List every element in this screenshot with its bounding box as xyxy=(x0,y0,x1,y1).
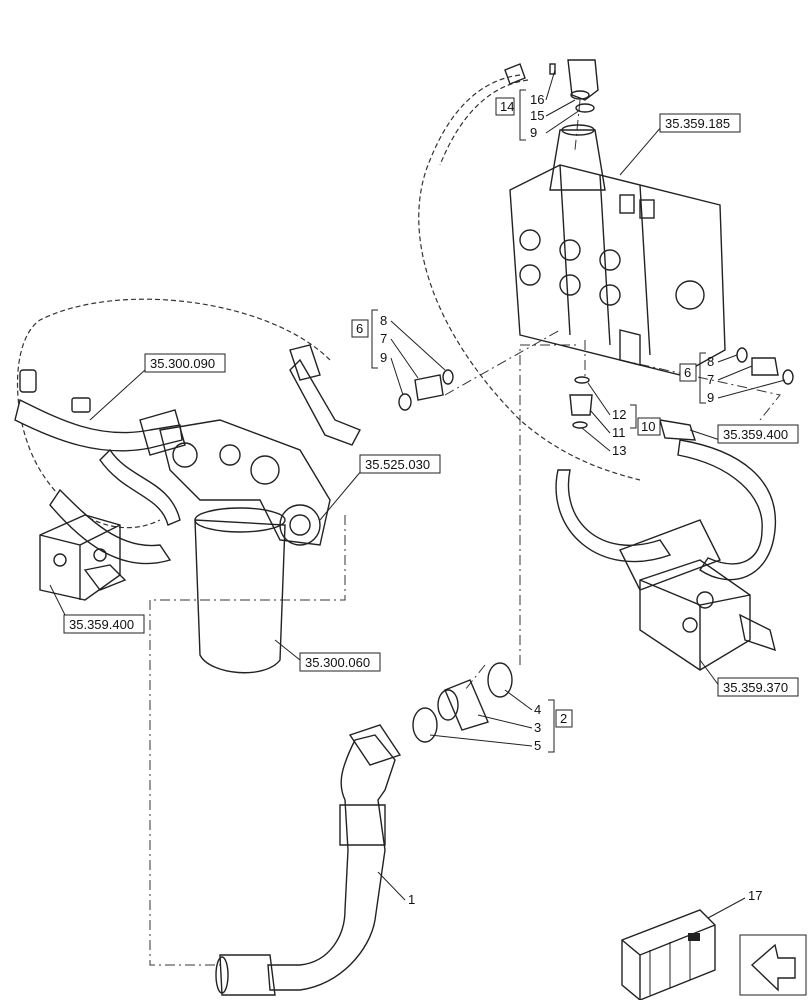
svg-text:1: 1 xyxy=(408,892,415,907)
item-1-callout: 1 xyxy=(377,871,415,907)
group-14-callout: 14 16 15 9 xyxy=(495,69,581,141)
svg-text:9: 9 xyxy=(707,390,714,405)
svg-text:3: 3 xyxy=(534,720,541,735)
ref-35-300-060[interactable]: 35.300.060 xyxy=(274,639,381,672)
ref-35-359-185[interactable]: 35.359.185 xyxy=(619,113,741,176)
svg-text:8: 8 xyxy=(707,354,714,369)
svg-text:5: 5 xyxy=(534,738,541,753)
svg-text:6: 6 xyxy=(356,321,363,336)
ref-35-300-090[interactable]: 35.300.090 xyxy=(89,353,226,421)
svg-text:9: 9 xyxy=(380,350,387,365)
bottom-hose xyxy=(215,724,402,996)
svg-text:35.300.090: 35.300.090 xyxy=(150,356,215,371)
svg-text:7: 7 xyxy=(380,331,387,346)
left-fitting-group xyxy=(398,369,454,411)
group-10-callout: 10 12 11 13 xyxy=(581,382,661,458)
svg-text:8: 8 xyxy=(380,313,387,328)
top-fittings xyxy=(504,59,599,113)
svg-text:14: 14 xyxy=(500,99,514,114)
svg-text:4: 4 xyxy=(534,702,541,717)
svg-text:2: 2 xyxy=(560,711,567,726)
svg-text:35.300.060: 35.300.060 xyxy=(305,655,370,670)
ref-35-359-370[interactable]: 35.359.370 xyxy=(699,659,799,697)
svg-text:6: 6 xyxy=(684,365,691,380)
center-bottom-fitting xyxy=(412,662,513,743)
group-2-callout: 2 4 3 5 xyxy=(429,689,573,753)
svg-text:16: 16 xyxy=(530,92,544,107)
svg-text:10: 10 xyxy=(641,419,655,434)
item-17-callout: 17 xyxy=(707,888,762,919)
svg-text:35.525.030: 35.525.030 xyxy=(365,457,430,472)
svg-text:12: 12 xyxy=(612,407,626,422)
svg-text:11: 11 xyxy=(612,425,626,440)
right-hose-block xyxy=(555,419,777,671)
ref-35-359-400-left[interactable]: 35.359.400 xyxy=(49,584,145,634)
right-fitting-group xyxy=(736,347,794,385)
svg-text:35.359.185: 35.359.185 xyxy=(665,116,730,131)
center-fitting-group xyxy=(569,376,593,429)
ref-35-525-030[interactable]: 35.525.030 xyxy=(319,454,441,521)
svg-text:17: 17 xyxy=(748,888,762,903)
group-6-left-callout: 6 8 7 9 xyxy=(351,309,446,396)
svg-text:15: 15 xyxy=(530,108,544,123)
svg-text:9: 9 xyxy=(530,125,537,140)
ref-35-359-400-right[interactable]: 35.359.400 xyxy=(689,424,799,444)
svg-text:13: 13 xyxy=(612,443,626,458)
svg-text:35.359.400: 35.359.400 xyxy=(69,617,134,632)
navigation-arrow-icon[interactable] xyxy=(739,934,807,996)
svg-text:35.359.400: 35.359.400 xyxy=(723,427,788,442)
group-6-right-callout: 6 8 7 9 xyxy=(679,352,786,405)
main-control-valve xyxy=(509,124,726,376)
svg-text:35.359.370: 35.359.370 xyxy=(723,680,788,695)
svg-text:7: 7 xyxy=(707,372,714,387)
left-hoses xyxy=(14,344,361,565)
left-valve-block xyxy=(39,514,127,601)
crate-icon xyxy=(621,909,716,1000)
filter-assembly xyxy=(139,409,331,674)
